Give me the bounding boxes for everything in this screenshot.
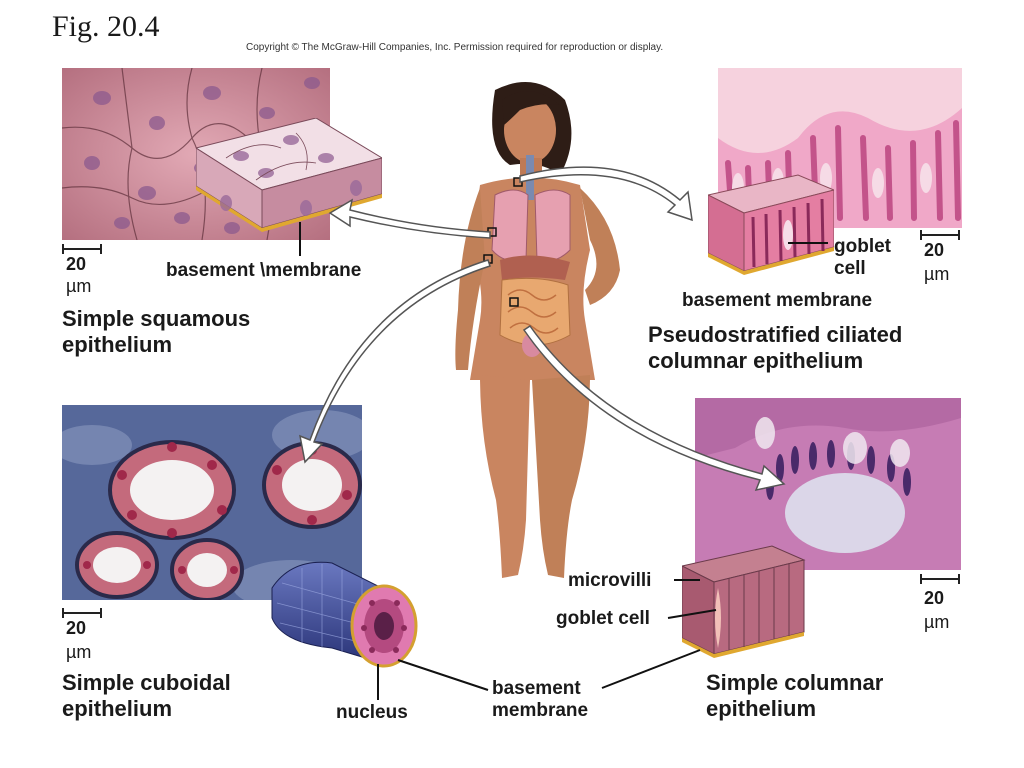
columnar-microvilli-label: microvilli xyxy=(568,570,652,591)
columnar-scale-number: 20 xyxy=(924,588,945,608)
squamous-title-line2: epithelium xyxy=(62,332,173,357)
columnar-title-line2: epithelium xyxy=(706,696,817,721)
pseudo-scale-bar xyxy=(920,230,960,240)
columnar-goblet-label: goblet cell xyxy=(556,608,650,629)
squamous-title-line1: Simple squamous xyxy=(62,306,251,331)
copyright-notice: Copyright © The McGraw-Hill Companies, I… xyxy=(246,42,664,53)
columnar-micrograph xyxy=(695,398,961,570)
pseudo-scale-number: 20 xyxy=(924,240,945,260)
cuboidal-title-line2: epithelium xyxy=(62,696,173,721)
cuboidal-nucleus-label: nucleus xyxy=(336,702,408,723)
cuboidal-title-line1: Simple cuboidal xyxy=(62,670,231,695)
squamous-basement-label: basement \membrane xyxy=(166,260,362,281)
squamous-scale-unit: µm xyxy=(66,276,92,296)
pseudo-goblet-label-line2: cell xyxy=(834,258,866,279)
shared-basement-label-line2: membrane xyxy=(492,700,589,721)
squamous-scale-bar xyxy=(62,244,102,254)
columnar-micrograph-image xyxy=(695,398,961,570)
pseudostratified-cell-model xyxy=(708,174,834,275)
cuboidal-tube-model xyxy=(271,561,418,668)
pseudo-title-line1: Pseudostratified ciliated xyxy=(648,322,903,347)
columnar-scale-unit: µm xyxy=(924,612,950,632)
pseudo-title-line2: columnar epithelium xyxy=(648,348,864,373)
columnar-scale-bar xyxy=(920,574,960,584)
columnar-title-line1: Simple columnar xyxy=(706,670,884,695)
columnar-cell-model xyxy=(682,545,806,658)
shared-basement-label-line1: basement xyxy=(492,678,581,699)
cuboidal-scale-unit: µm xyxy=(66,642,92,662)
squamous-scale-number: 20 xyxy=(66,254,87,274)
pseudo-basement-label: basement membrane xyxy=(682,290,873,311)
pseudo-goblet-label-line1: goblet xyxy=(834,236,891,257)
cuboidal-scale-number: 20 xyxy=(66,618,87,638)
cuboidal-scale-bar xyxy=(62,608,102,618)
figure-label: Fig. 20.4 xyxy=(52,10,160,43)
pseudo-scale-unit: µm xyxy=(924,264,950,284)
